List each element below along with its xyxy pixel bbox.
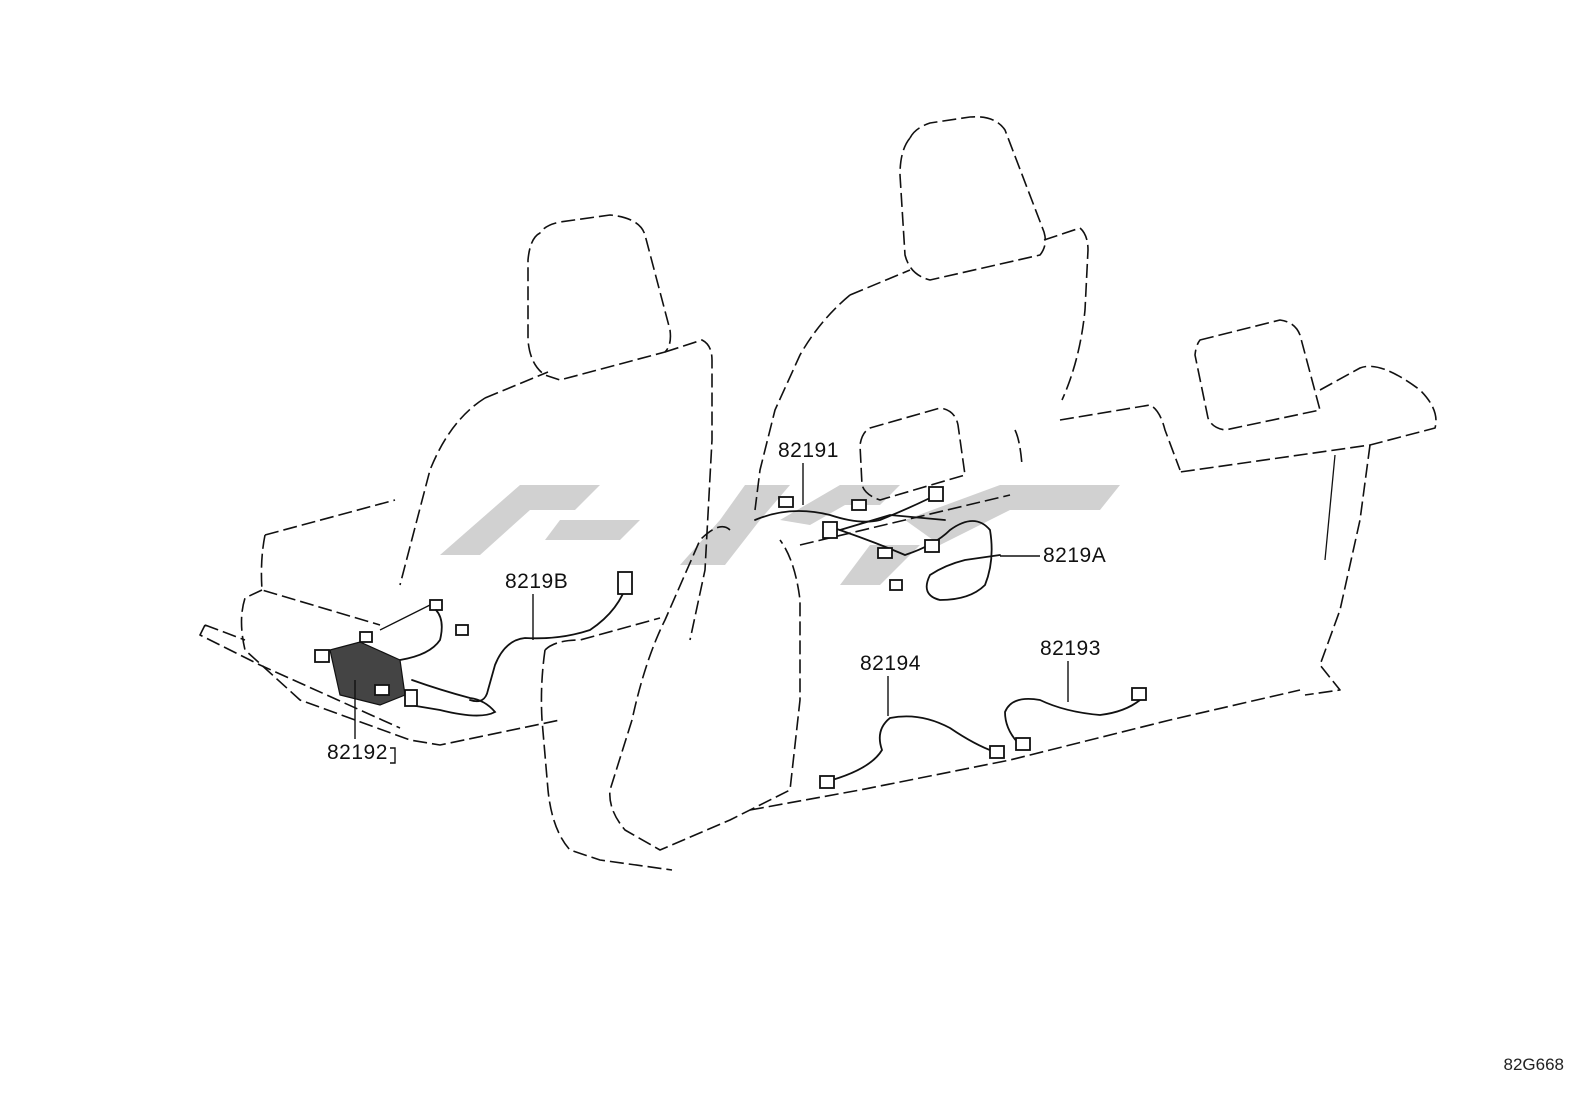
callout-8219A: 8219A: [1041, 544, 1109, 567]
rear-armrest: [608, 525, 801, 851]
callout-82191: 82191: [776, 439, 841, 462]
rear-headrest-center: [859, 407, 966, 501]
harness-82191: [754, 486, 944, 523]
seat-cushion-left: [240, 499, 561, 746]
front-left-seat: [199, 214, 713, 746]
seatback-right: [754, 227, 1089, 511]
rear-backrest-top: [799, 365, 1437, 546]
seat-rail-left: [199, 624, 401, 729]
harness-8219B: [399, 571, 633, 717]
rear-backrest-side: [1304, 444, 1371, 696]
callout-82192: 82192: [325, 741, 390, 764]
front-right-seat: [540, 115, 1089, 871]
callout-8219B: 8219B: [503, 570, 571, 593]
brand-logo-watermark: [440, 485, 1120, 585]
callout-82193: 82193: [1038, 637, 1103, 660]
headrest-left: [527, 214, 672, 381]
seatback-left: [399, 339, 713, 641]
headrest-right: [899, 115, 1047, 281]
harness-82193: [1004, 687, 1147, 751]
callout-82194: 82194: [858, 652, 923, 675]
diagram-id: 82G668: [1503, 1055, 1565, 1074]
connector-82192: [314, 631, 418, 707]
seat-cushion-right: [540, 617, 673, 871]
harness-8219A: [822, 514, 1001, 601]
harness-82194: [819, 715, 1005, 789]
rear-bench: [608, 319, 1437, 851]
rear-headrest-right: [1194, 319, 1321, 431]
